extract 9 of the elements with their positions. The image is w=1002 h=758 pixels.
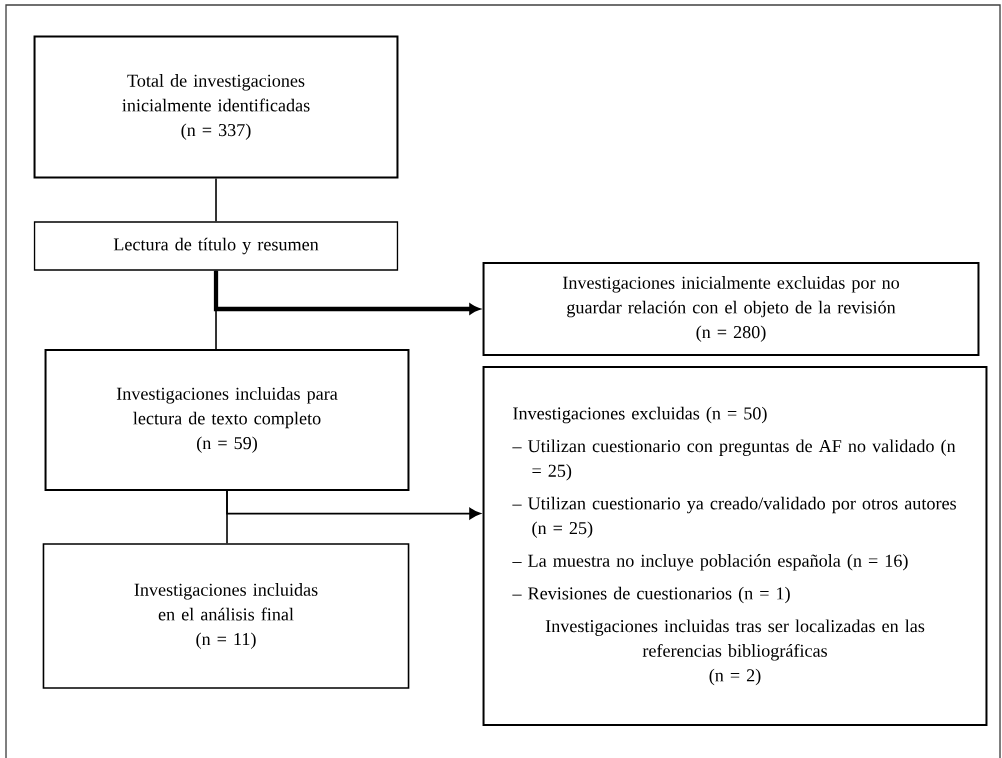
process-box: Investigaciones incluidas en el análisis final (n = 11) xyxy=(42,543,410,689)
process-box: Investigaciones incluidas para lectura de texto completo (n = 59) xyxy=(44,349,410,491)
connector-line xyxy=(215,177,217,223)
process-box: Investigaciones inicialmente excluidas por no guardar relación con el objeto de la revisión (n = 280) xyxy=(482,262,980,356)
arrow xyxy=(213,270,480,315)
process-box: Lectura de título y resumen xyxy=(33,221,399,271)
arrow xyxy=(226,490,481,520)
process-box: Total de investigaciones inicialmente identificadas (n = 337) xyxy=(33,35,399,179)
process-box: Investigaciones excluidas (n = 50) – Utilizan cuestionario con preguntas de AF no validado (n = 25) – Utilizan cuestionario ya creado/validado por otros autores (n = 25) – La muestra no incluye población española (n = 16) – Revisiones de cuestionarios (n = 1) Investigaciones incluidas tras ser localizadas en las referencias bibliográficas (n = 2) xyxy=(482,366,988,726)
